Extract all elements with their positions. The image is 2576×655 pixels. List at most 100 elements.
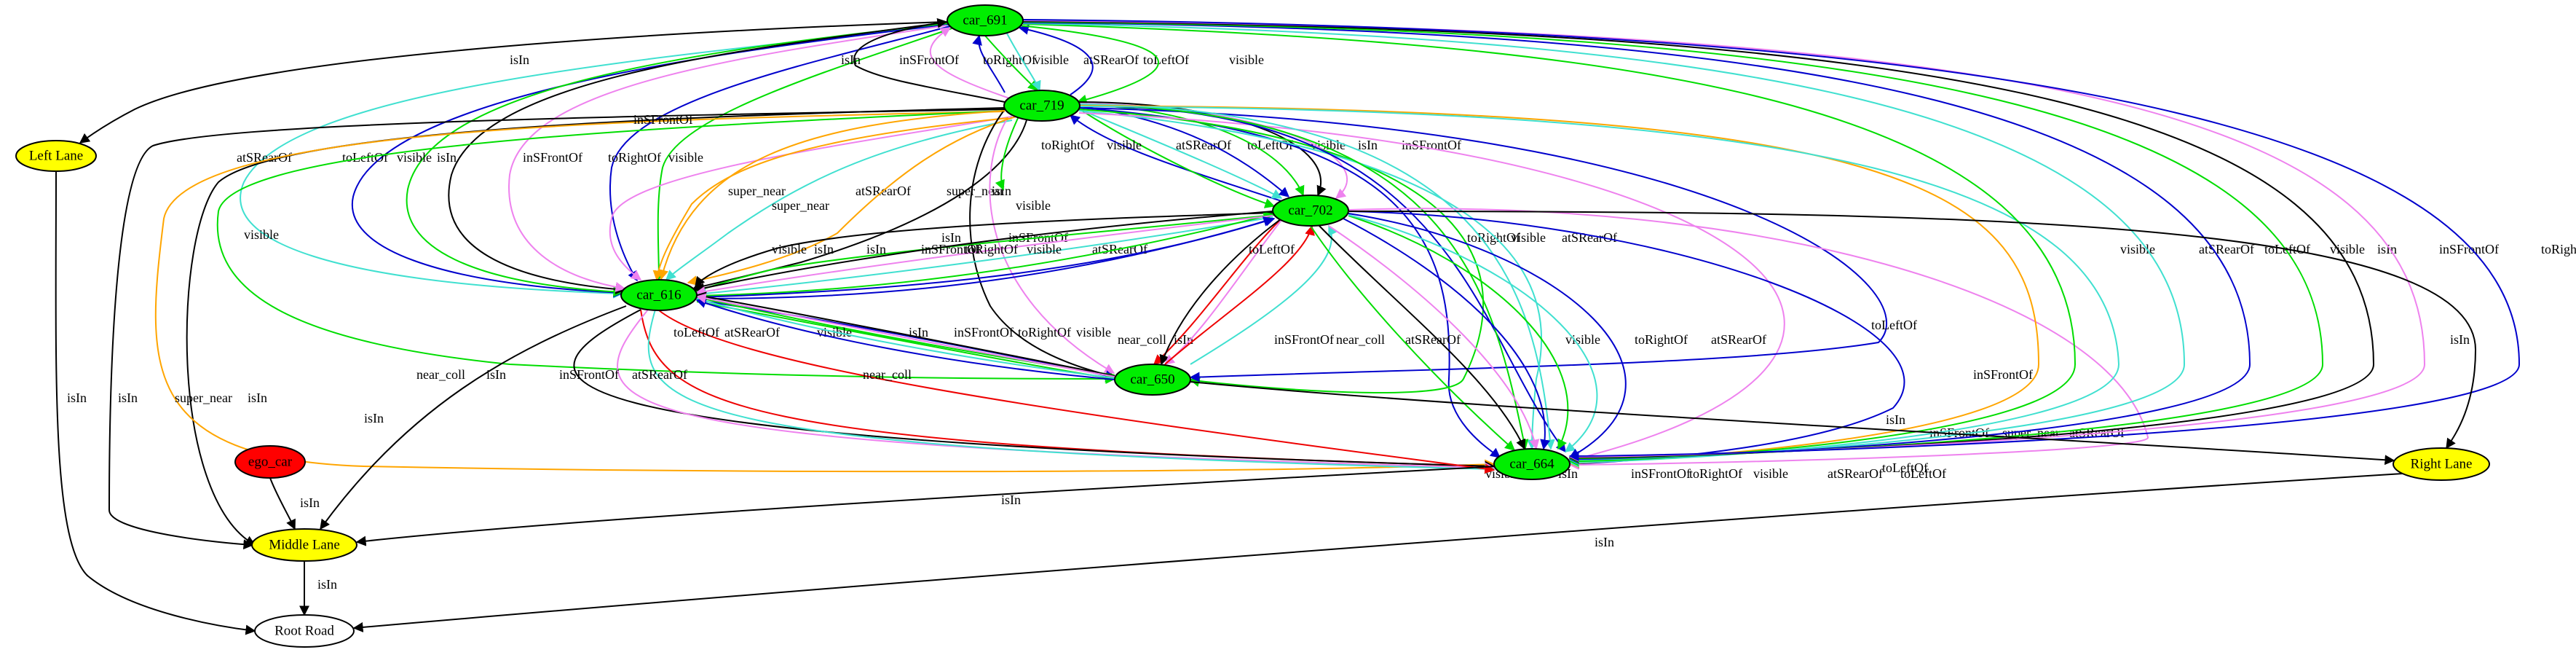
edge-label: toRightOf bbox=[1018, 325, 1071, 340]
edge-line bbox=[696, 211, 1274, 297]
node-left-lane[interactable]: Left Lane bbox=[15, 140, 97, 172]
edge-label: isIn bbox=[67, 391, 87, 405]
edge-isin: isIn bbox=[1022, 20, 2397, 463]
edge-line bbox=[1348, 208, 2149, 470]
edge-super-near: super_near bbox=[154, 111, 1496, 473]
edge-label: visible bbox=[1511, 230, 1546, 245]
edge-line bbox=[108, 109, 1005, 550]
edge-label: toLeftOf bbox=[1871, 318, 1917, 332]
edge-label: near_coll bbox=[1118, 332, 1166, 347]
node-right-lane[interactable]: Right Lane bbox=[2393, 447, 2490, 481]
node-label: Root Road bbox=[274, 624, 334, 639]
edge-label: super_near bbox=[175, 391, 232, 405]
edge-label: toRightOf bbox=[1467, 230, 1520, 245]
node-car-691[interactable]: car_691 bbox=[947, 4, 1024, 36]
edge-isin: isIn bbox=[1190, 381, 2395, 466]
edge-label: toLeftOf bbox=[1249, 242, 1295, 256]
edge-label: atSRearOf bbox=[632, 367, 687, 382]
edge-isin: isIn bbox=[269, 477, 320, 530]
edge-label: near_coll bbox=[416, 367, 465, 382]
edge-isin: isIn bbox=[79, 21, 947, 144]
edge-label: inSFrontOf bbox=[1274, 332, 1334, 347]
node-label: Right Lane bbox=[2411, 457, 2473, 472]
edge-line bbox=[269, 477, 296, 530]
edge-atsrearof: atSRearOf bbox=[695, 296, 1115, 379]
edge-insfrontof: inSFrontOf bbox=[695, 293, 1115, 377]
edge-line bbox=[687, 116, 1016, 286]
edge-label: toLeftOf bbox=[673, 325, 719, 340]
edge-toleftof: toLeftOf bbox=[1348, 211, 1928, 475]
edge-line bbox=[1190, 381, 2395, 466]
edge-insfrontof: inSFrontOf bbox=[609, 112, 1013, 281]
edge-label: atSRearOf bbox=[724, 325, 780, 340]
edge-atsrearof: atSRearOf bbox=[1078, 109, 1283, 199]
edge-label: visible bbox=[1229, 52, 1264, 67]
edge-label: isIn bbox=[941, 230, 961, 245]
edge-torightof: toRightOf bbox=[1022, 19, 2576, 461]
edge-label: inSFrontOf bbox=[523, 150, 582, 165]
edge-torightof: toRightOf bbox=[1343, 218, 1742, 481]
edge-visible: visible bbox=[216, 110, 1116, 384]
edge-line bbox=[1348, 211, 1905, 469]
edge-label: visible bbox=[2330, 242, 2365, 256]
edge-insfrontof: inSFrontOf bbox=[1022, 20, 2499, 462]
edge-line bbox=[1328, 225, 1540, 450]
edge-line bbox=[609, 116, 1013, 281]
edge-line bbox=[969, 109, 1116, 380]
node-car-719[interactable]: car_719 bbox=[1003, 90, 1080, 122]
edge-isin: isIn bbox=[692, 119, 1027, 291]
edge-visible: visible bbox=[1022, 21, 2365, 463]
edge-visible: visible bbox=[696, 211, 1274, 297]
node-label: car_650 bbox=[1130, 372, 1174, 388]
edge-super-near: super_near bbox=[658, 110, 1005, 281]
edge-line bbox=[695, 298, 1115, 380]
edge-torightof: toRightOf bbox=[696, 216, 1274, 298]
node-ego-car[interactable]: ego_car bbox=[234, 445, 306, 479]
edge-label: inSFrontOf bbox=[954, 325, 1014, 340]
edge-label: atSRearOf bbox=[1828, 466, 1883, 481]
edge-isin: isIn bbox=[108, 109, 1005, 550]
node-car-616[interactable]: car_616 bbox=[620, 279, 698, 311]
edge-line bbox=[320, 305, 627, 530]
node-middle-lane[interactable]: Middle Lane bbox=[251, 528, 357, 562]
edge-label: isIn bbox=[1358, 138, 1378, 152]
edge-label: isIn bbox=[814, 242, 834, 256]
node-car-702[interactable]: car_702 bbox=[1272, 195, 1349, 227]
edge-visible: visible bbox=[1019, 25, 1264, 105]
edge-label: isIn bbox=[317, 577, 337, 592]
edge-label: toRightOf bbox=[1689, 466, 1742, 481]
edge-line bbox=[508, 25, 947, 292]
edge-label: atSRearOf bbox=[2199, 242, 2254, 256]
edge-isin: isIn bbox=[1077, 101, 1378, 197]
edge-label: toRightOf bbox=[608, 150, 661, 165]
edge-label: visible bbox=[397, 150, 432, 165]
node-label: Middle Lane bbox=[269, 538, 340, 553]
edge-label: toRightOf bbox=[965, 242, 1018, 256]
edge-visible: visible bbox=[995, 114, 1051, 213]
node-car-664[interactable]: car_664 bbox=[1493, 448, 1571, 480]
edge-line bbox=[1079, 106, 2120, 468]
edge-line bbox=[695, 216, 1273, 299]
edge-isin: isIn bbox=[355, 466, 1497, 546]
edge-atsrearof: atSRearOf bbox=[1022, 23, 2254, 465]
edge-isin: isIn bbox=[320, 305, 627, 530]
edge-label: visible bbox=[1027, 242, 1062, 256]
edge-line bbox=[1190, 224, 1338, 365]
edge-atsrearof: atSRearOf bbox=[1190, 224, 1461, 365]
edge-visible: visible bbox=[1022, 23, 2155, 466]
edge-label: near_coll bbox=[863, 367, 912, 382]
edge-line bbox=[695, 214, 1275, 294]
node-shape bbox=[1493, 448, 1571, 480]
edge-line bbox=[695, 293, 1115, 377]
edge-line bbox=[695, 291, 1115, 377]
edge-isin: isIn bbox=[1159, 218, 1282, 366]
node-car-650[interactable]: car_650 bbox=[1114, 364, 1191, 396]
edge-line bbox=[1348, 213, 1627, 458]
edge-isin: isIn bbox=[352, 473, 2403, 632]
edge-label: visible bbox=[668, 150, 703, 165]
node-shape bbox=[15, 140, 97, 172]
edge-label: isIn bbox=[300, 495, 320, 510]
node-root-road[interactable]: Root Road bbox=[254, 614, 355, 648]
edge-label: isIn bbox=[486, 367, 506, 382]
